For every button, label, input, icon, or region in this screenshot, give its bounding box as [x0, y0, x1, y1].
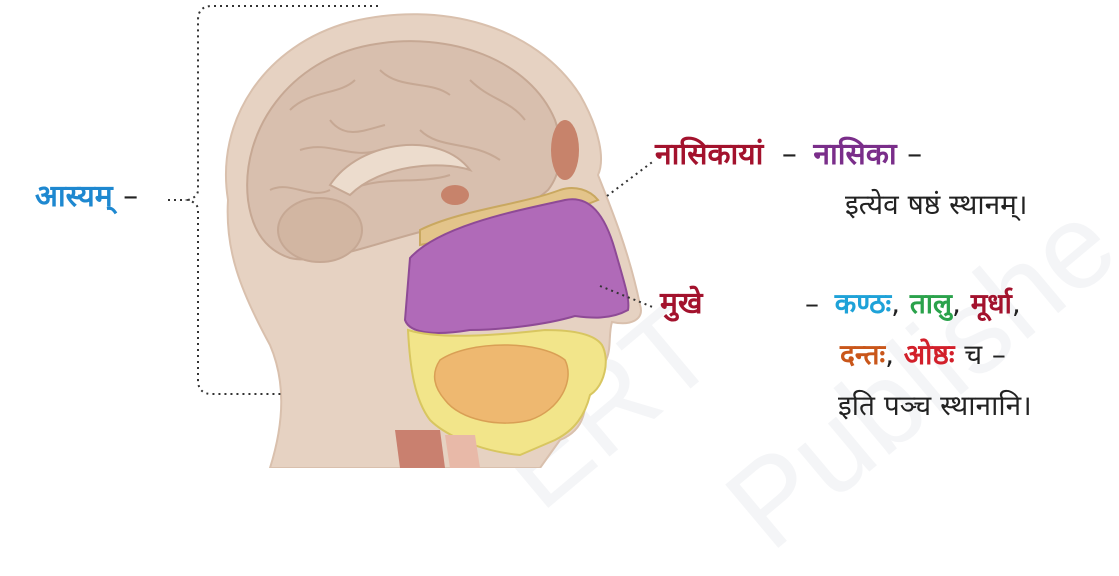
mouth-comma-3: ,: [1012, 287, 1021, 320]
frontal-sinus: [551, 120, 579, 180]
word-cha: च: [964, 338, 982, 371]
label-aasyam: आस्यम्: [35, 179, 113, 214]
label-aasyam-dash: –: [123, 179, 138, 214]
label-nasal-group: नासिकायां – नासिका –: [655, 140, 922, 170]
diagram-stage: ERT Publishe: [0, 0, 1119, 468]
word-oshtha: ओष्ठः: [904, 338, 955, 371]
mouth-text-line1: – कण्ठः, तालु, मूर्धा,: [805, 290, 1021, 318]
mouth-text-line2: दन्तः, ओष्ठः च –: [840, 341, 1006, 369]
mouth-dash-2: –: [992, 338, 1006, 371]
mouth-dash-1: –: [805, 287, 819, 320]
word-murdha: मूर्धा: [971, 287, 1012, 320]
word-kantha: कण्ठः: [835, 287, 891, 320]
sphenoid-sinus: [441, 185, 469, 205]
nasal-leader-line: [607, 160, 655, 196]
label-nasal-dash-2: –: [907, 137, 922, 172]
mouth-comma-1: ,: [891, 287, 900, 320]
mouth-text-line3: इति पञ्च स्थानानि।: [838, 392, 1032, 420]
label-nasikayam: नासिकायां: [655, 137, 763, 172]
mouth-comma-2: ,: [952, 287, 961, 320]
throat: [395, 430, 445, 468]
label-nasal-dash-1: –: [782, 137, 797, 172]
nasal-text-line2: इत्येव षष्ठं स्थानम्।: [845, 191, 1028, 219]
trachea: [445, 435, 480, 468]
label-nasika: नासिका: [813, 137, 896, 172]
word-talu: तालु: [910, 287, 952, 320]
mouth-comma-4: ,: [885, 338, 894, 371]
cerebellum: [278, 198, 362, 262]
label-aasyam-group: आस्यम् –: [35, 182, 138, 212]
label-mukhe: मुखे: [660, 289, 702, 319]
word-danta: दन्तः: [840, 338, 885, 371]
